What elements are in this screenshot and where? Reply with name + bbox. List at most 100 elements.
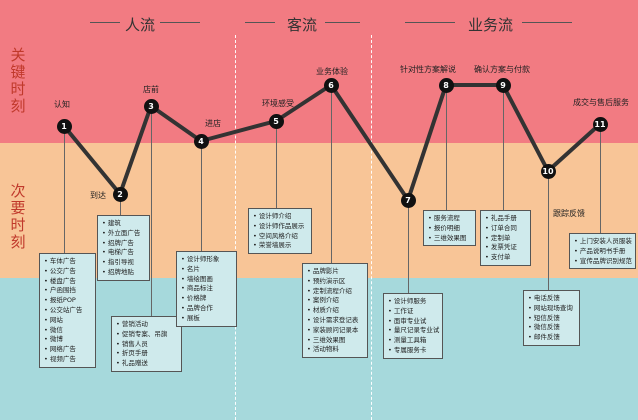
touchpoint-item: • 商品标注 bbox=[181, 284, 213, 293]
touchpoint-item: • 上门安装人员服装 bbox=[574, 237, 632, 245]
touchpoint-box-on-site-service: • 设计师服务• 工作证• 面审专业试• 量尺记录专业试• 测量工具箱• 专属服… bbox=[383, 293, 443, 359]
touchpoint-item: • 设计师作品展示 bbox=[253, 221, 305, 230]
touchpoint-item: • 材质介绍 bbox=[307, 306, 339, 315]
phase-customer-flow: 客流 bbox=[287, 16, 318, 34]
touchpoint-box-storefront: • 营销活动• 促销专案、吊旗• 销售人员• 折页手册• 礼品赠送 bbox=[111, 316, 182, 372]
touchpoint-item: • 专属服务卡 bbox=[388, 345, 427, 354]
connector bbox=[548, 178, 549, 290]
touchpoint-item: • 邮件反馈 bbox=[528, 333, 560, 342]
touchpoint-item: • 短信反馈 bbox=[528, 313, 560, 322]
touchpoint-item: • 网络广告 bbox=[44, 345, 76, 354]
touchpoint-box-business-experience: • 品牌影片• 预约演示区• 定制流程介绍• 案例介绍• 材质介绍• 设计需求登… bbox=[302, 263, 368, 359]
touchpoint-box-payment: • 礼品手册• 订单合同• 定制单• 发票凭证• 支付单 bbox=[480, 210, 531, 266]
touchpoint-item: • 宣传品牌识别规范 bbox=[574, 256, 632, 265]
phase-people-flow: 人流 bbox=[125, 16, 156, 34]
touchpoint-item: • 支付单 bbox=[485, 253, 511, 262]
touchpoint-item: • 产品说明书手册 bbox=[574, 246, 626, 255]
phase-business-flow: 业务流 bbox=[468, 16, 514, 34]
phase-line bbox=[522, 22, 572, 23]
connector bbox=[331, 92, 332, 263]
touchpoint-item: • 三维效果图 bbox=[307, 335, 346, 344]
stage-label: 环境感受 bbox=[262, 99, 294, 108]
touchpoint-item: • 报价明细 bbox=[428, 223, 460, 232]
stage-label: 店前 bbox=[143, 85, 159, 94]
touchpoint-item: • 招牌广告 bbox=[102, 238, 134, 247]
touchpoint-item: • 设计师介绍 bbox=[253, 212, 292, 220]
secondary-moment-label: 次要时刻 bbox=[10, 182, 26, 251]
touchpoint-item: • 微信反馈 bbox=[528, 323, 560, 332]
touchpoint-item: • 服务流程 bbox=[428, 214, 460, 222]
touchpoint-box-follow-up: • 电话反馈• 网站现场查询• 短信反馈• 微信反馈• 邮件反馈 bbox=[523, 290, 580, 346]
touchpoint-item: • 指引导视 bbox=[102, 258, 134, 267]
key-moment-band bbox=[0, 0, 638, 143]
connector bbox=[276, 128, 277, 208]
touchpoint-item: • 建筑 bbox=[102, 219, 121, 227]
stage-label: 跟踪反馈 bbox=[553, 209, 585, 218]
touchpoint-item: • 预约演示区 bbox=[307, 276, 346, 285]
stage-node: 9 bbox=[495, 77, 511, 93]
touchpoint-item: • 礼品手册 bbox=[485, 214, 517, 222]
stage-node: 6 bbox=[323, 77, 339, 93]
touchpoint-item: • 折页手册 bbox=[116, 349, 148, 358]
touchpoint-item: • 促销专案、吊旗 bbox=[116, 329, 168, 338]
touchpoint-item: • 家装顾问记录本 bbox=[307, 325, 359, 334]
stage-label: 认知 bbox=[54, 100, 70, 109]
connector bbox=[408, 207, 409, 293]
stage-node: 1 bbox=[56, 118, 72, 134]
touchpoint-item: • 名片 bbox=[181, 264, 200, 273]
touchpoint-item: • 品牌影片 bbox=[307, 267, 339, 275]
touchpoint-item: • 销售人员 bbox=[116, 339, 148, 348]
touchpoint-item: • 网站现场查询 bbox=[528, 303, 573, 312]
touchpoint-item: • 空间风格介绍 bbox=[253, 231, 298, 240]
stage-node: 5 bbox=[268, 113, 284, 129]
touchpoint-item: • 设计师形象 bbox=[181, 255, 220, 263]
stage-node: 7 bbox=[400, 192, 416, 208]
touchpoint-item: • 报纸POP bbox=[44, 296, 76, 305]
connector bbox=[600, 131, 601, 233]
touchpoint-item: • 价格牌 bbox=[181, 294, 207, 303]
touchpoint-item: • 设计师服务 bbox=[388, 297, 427, 305]
touchpoint-item: • 公交广告 bbox=[44, 266, 76, 275]
stage-label: 成交与售后服务 bbox=[573, 98, 629, 107]
connector bbox=[446, 92, 447, 210]
connector bbox=[151, 113, 152, 316]
touchpoint-box-environment: • 设计师介绍• 设计师作品展示• 空间风格介绍• 荣誉墙展示 bbox=[248, 208, 312, 255]
touchpoint-item: • 发票凭证 bbox=[485, 243, 517, 252]
stage-node: 2 bbox=[112, 186, 128, 202]
touchpoint-box-proposal: • 服务流程• 报价明细• 三维效果图 bbox=[423, 210, 476, 247]
touchpoint-item: • 设计需求登记表 bbox=[307, 315, 359, 324]
phase-line bbox=[245, 22, 275, 23]
touchpoint-box-awareness: • 车体广告• 公交广告• 楼盘广告• 户函围挡• 报纸POP• 公交站广告• … bbox=[39, 253, 96, 368]
phase-line bbox=[160, 22, 200, 23]
phase-divider bbox=[371, 35, 372, 420]
touchpoint-item: • 营销活动 bbox=[116, 320, 148, 328]
touchpoint-item: • 荣誉墙展示 bbox=[253, 241, 292, 250]
phase-line bbox=[325, 22, 360, 23]
touchpoint-item: • 车体广告 bbox=[44, 257, 76, 265]
touchpoint-item: • 展板 bbox=[181, 313, 200, 322]
touchpoint-item: • 活动物料 bbox=[307, 345, 339, 354]
touchpoint-item: • 面审专业试 bbox=[388, 316, 427, 325]
touchpoint-item: • 定制流程介绍 bbox=[307, 286, 352, 295]
touchpoint-box-arrival: • 建筑• 外立面广告• 招牌广告• 电梯广告• 指引导视• 招牌地贴 bbox=[97, 215, 150, 281]
stage-label: 业务体验 bbox=[316, 67, 348, 76]
touchpoint-item: • 案例介绍 bbox=[307, 296, 339, 305]
phase-divider bbox=[235, 35, 236, 420]
touchpoint-item: • 测量工具箱 bbox=[388, 336, 427, 345]
touchpoint-item: • 外立面广告 bbox=[102, 228, 141, 237]
stage-label: 确认方案与付款 bbox=[474, 65, 530, 74]
phase-line bbox=[90, 22, 120, 23]
touchpoint-item: • 三维效果图 bbox=[428, 233, 467, 242]
touchpoint-item: • 量尺记录专业试 bbox=[388, 326, 440, 335]
touchpoint-item: • 楼盘广告 bbox=[44, 276, 76, 285]
touchpoint-item: • 微信 bbox=[44, 325, 63, 334]
touchpoint-item: • 订单合同 bbox=[485, 223, 517, 232]
touchpoint-item: • 户函围挡 bbox=[44, 286, 76, 295]
connector bbox=[503, 92, 504, 210]
stage-node: 10 bbox=[540, 163, 556, 179]
stage-node: 4 bbox=[193, 133, 209, 149]
stage-label: 进店 bbox=[205, 119, 221, 128]
key-moment-label: 关键时刻 bbox=[10, 46, 26, 115]
connector bbox=[120, 201, 121, 215]
